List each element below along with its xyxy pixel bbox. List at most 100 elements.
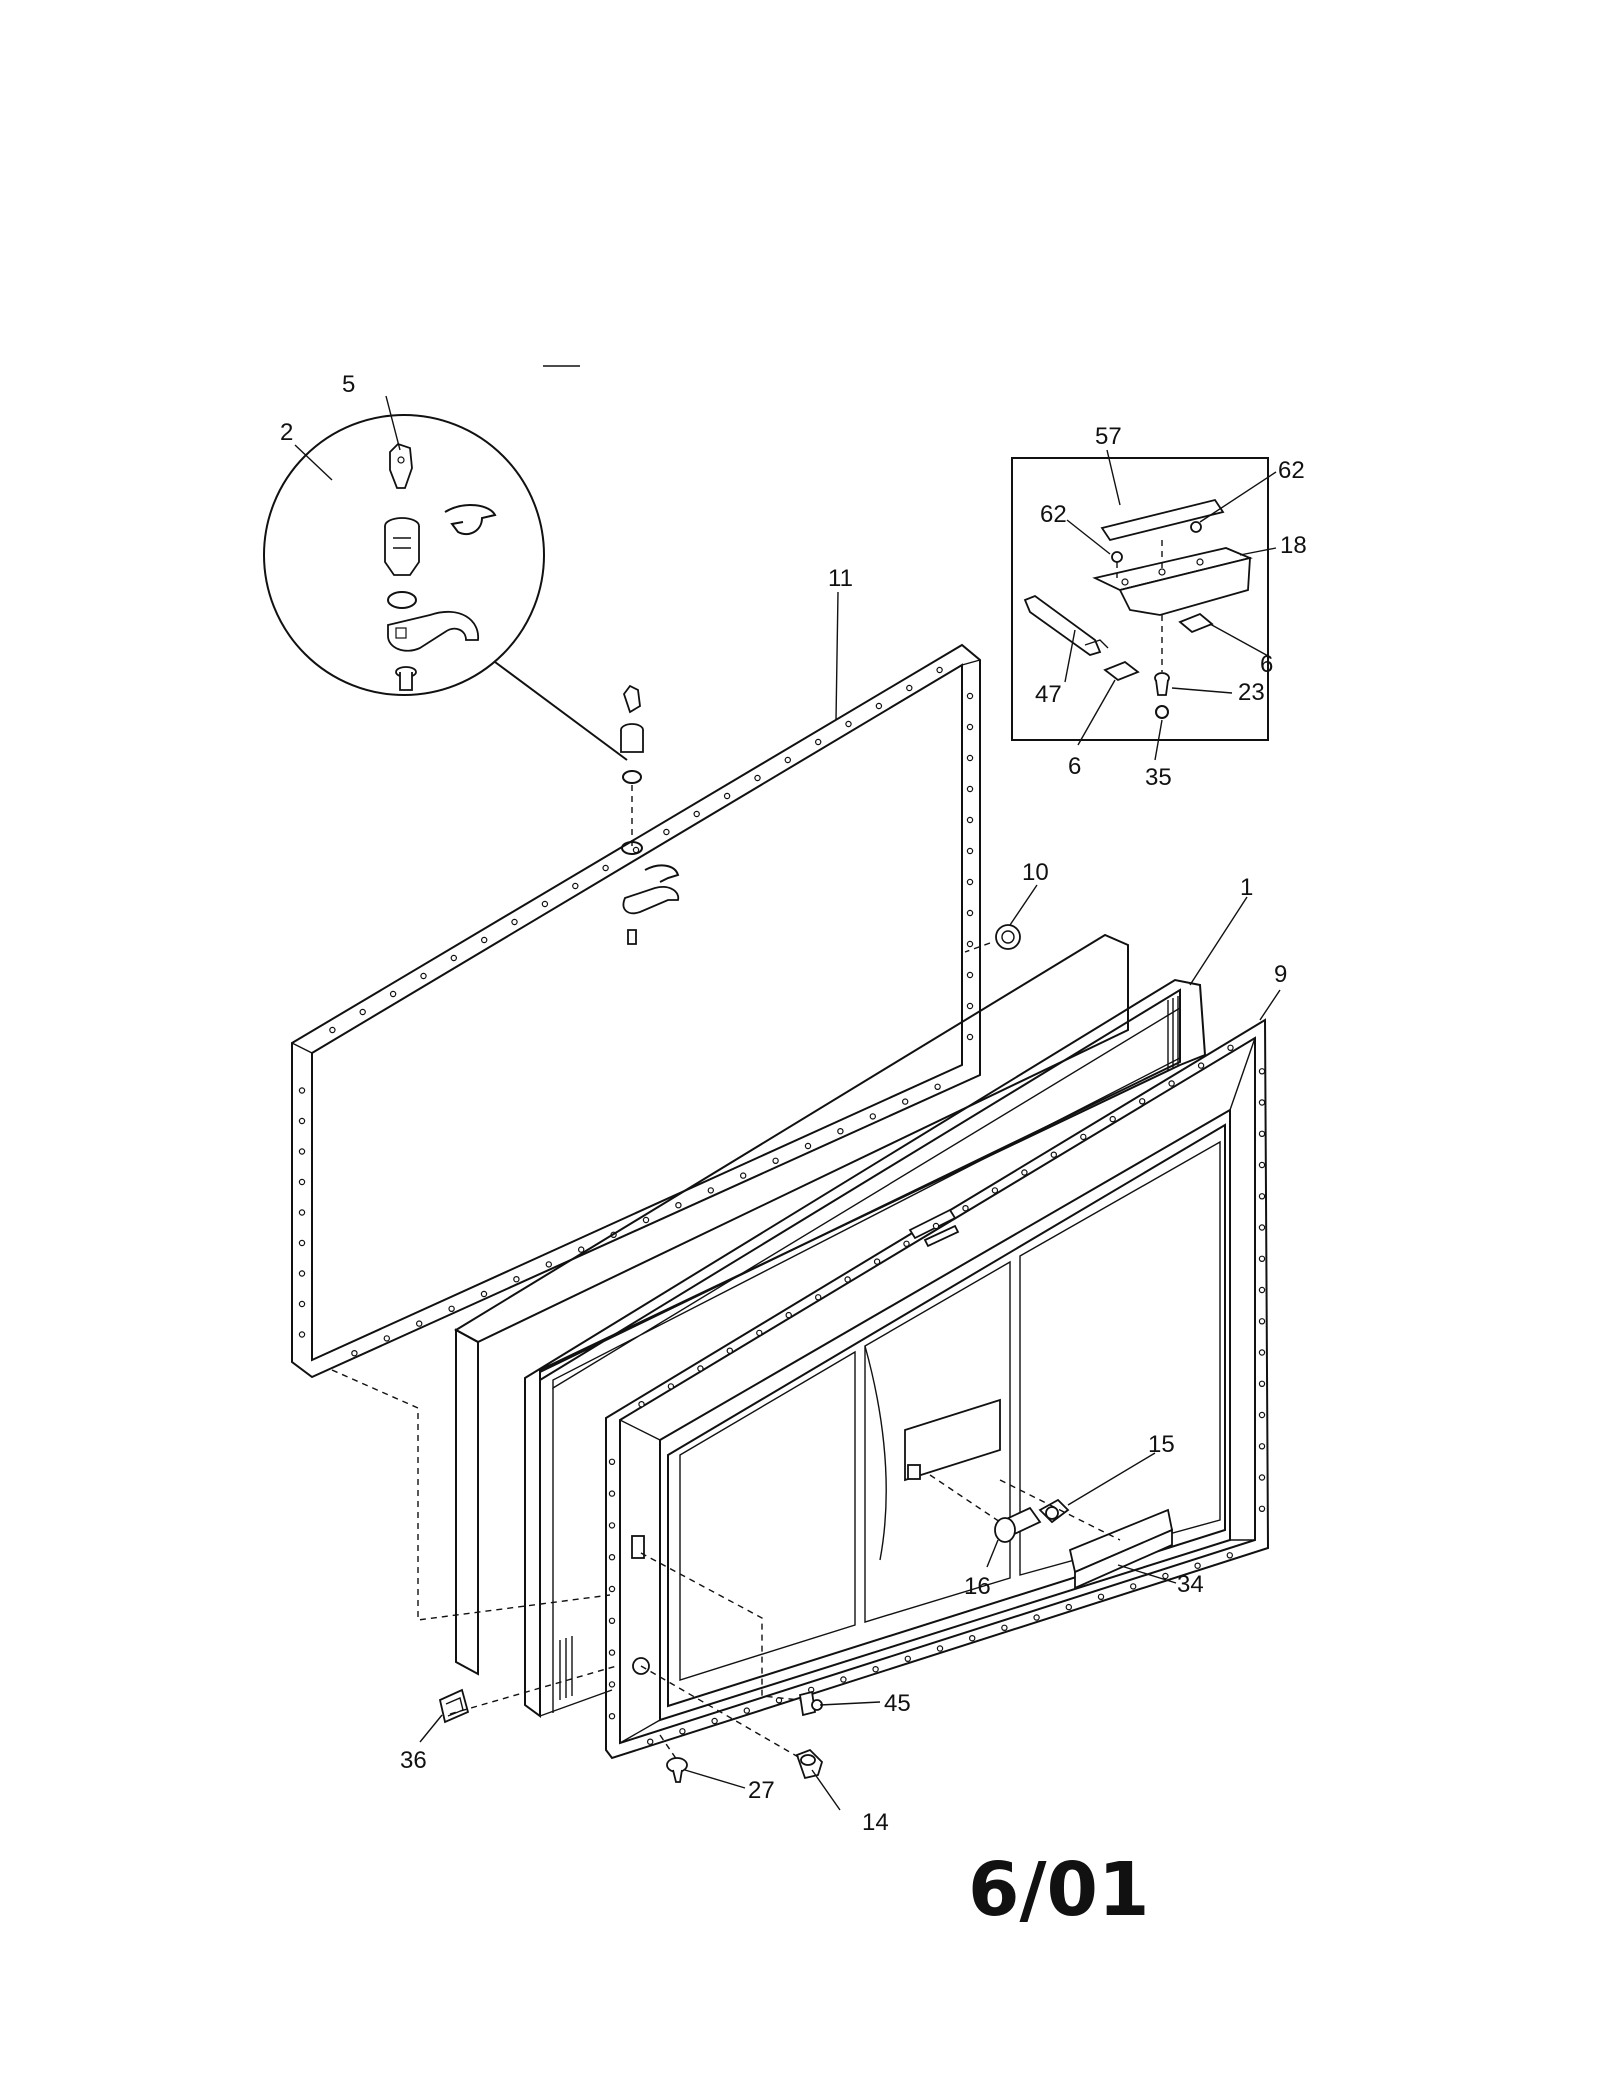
part-36: [438, 1688, 470, 1724]
mounting-hole: [966, 785, 974, 793]
lock-screw: [395, 666, 417, 691]
part-34-light-cover: [1068, 1508, 1174, 1590]
pane-right: [1019, 1140, 1221, 1576]
detail-box: [1011, 457, 1269, 741]
mounting-hole: [675, 1201, 682, 1209]
mounting-hole: [1258, 1193, 1266, 1200]
mounting-hole: [785, 1311, 792, 1319]
mounting-hole: [298, 1209, 306, 1216]
mounting-hole: [1226, 1552, 1234, 1559]
mounting-hole: [1168, 1080, 1175, 1087]
mounting-hole: [663, 828, 670, 836]
mounting-hole: [383, 1335, 390, 1342]
mounting-hole: [1227, 1044, 1234, 1052]
callout-1: 1: [1240, 874, 1253, 901]
bumper-10: [964, 924, 1021, 953]
mounting-hole: [572, 882, 579, 890]
mounting-hole: [1065, 1603, 1073, 1611]
mounting-hole: [481, 936, 488, 944]
mounting-hole: [966, 723, 974, 731]
center-curve: [864, 1345, 887, 1561]
lock-cylinder: [384, 517, 420, 576]
mounting-hole: [351, 1349, 358, 1357]
mounting-hole: [1097, 1593, 1105, 1601]
mounting-hole: [844, 1276, 851, 1283]
callout-9: 9: [1274, 961, 1287, 988]
mounting-hole: [1080, 1133, 1087, 1141]
part-15: [1038, 1498, 1070, 1524]
control-housing: [904, 1398, 1001, 1482]
mounting-hole: [966, 909, 974, 917]
mounting-hole: [608, 1585, 616, 1593]
lock-assembly-detail: [263, 414, 628, 761]
mounting-hole: [966, 878, 974, 886]
mounting-hole: [966, 847, 974, 855]
mounting-hole: [693, 810, 700, 818]
date-code: 6/01: [968, 1847, 1150, 1933]
door-liner-1: [524, 978, 1207, 1718]
insulation-panel: [453, 933, 1129, 1676]
mounting-hole: [1258, 1505, 1266, 1513]
mounting-hole: [934, 1083, 941, 1091]
mounting-hole: [298, 1148, 306, 1155]
mounting-hole: [298, 1300, 306, 1308]
mounting-hole: [1258, 1130, 1266, 1138]
mounting-hole: [1033, 1614, 1040, 1621]
mounting-hole: [1001, 1624, 1008, 1632]
pane-middle: [864, 1260, 1011, 1623]
callout-14: 14: [862, 1809, 889, 1836]
mounting-hole: [679, 1728, 686, 1735]
callout-11: 11: [828, 565, 853, 592]
part-45: [798, 1690, 823, 1717]
mounting-hole: [966, 816, 974, 824]
mounting-hole: [420, 972, 427, 980]
mounting-hole: [903, 1240, 910, 1248]
mounting-hole: [1129, 1583, 1137, 1590]
mounting-hole: [784, 756, 792, 764]
spring-47: [1023, 594, 1102, 656]
mounting-hole: [991, 1187, 999, 1194]
callout-6-right: 6: [1260, 651, 1273, 678]
part-27: [666, 1757, 688, 1783]
clip-6-right: [1178, 612, 1214, 634]
mounting-hole: [815, 1294, 822, 1301]
mounting-hole: [667, 1383, 675, 1390]
mounting-hole: [1109, 1115, 1116, 1123]
mounting-hole: [448, 1305, 455, 1313]
mounting-hole: [966, 1033, 974, 1041]
mounting-hole: [1258, 1318, 1266, 1325]
mounting-hole: [743, 1707, 751, 1714]
mounting-hole: [608, 1458, 616, 1466]
mounting-hole: [966, 692, 974, 700]
mounting-hole: [707, 1187, 715, 1194]
label-strip-57: [1100, 498, 1225, 542]
mounting-hole: [298, 1331, 306, 1338]
liner-ribs: [559, 996, 1179, 1700]
mounting-hole: [840, 1676, 847, 1683]
part-14: [795, 1748, 824, 1780]
mounting-hole: [578, 1246, 585, 1253]
pin-23: [1154, 672, 1170, 696]
mounting-hole: [1138, 1098, 1146, 1105]
top-bracket: [908, 1208, 957, 1240]
control-switch: [907, 1464, 921, 1480]
mounting-hole: [638, 1400, 645, 1408]
mounting-hole: [1258, 1380, 1266, 1388]
mounting-hole: [872, 1665, 879, 1673]
mounting-hole: [608, 1490, 616, 1497]
mounting-hole: [389, 990, 397, 998]
mounting-hole: [329, 1026, 336, 1034]
mounting-hole: [298, 1178, 306, 1186]
mounting-hole: [416, 1320, 423, 1327]
mounting-hole: [608, 1553, 616, 1561]
mounting-hole: [772, 1157, 779, 1165]
gasket-holes: [298, 666, 974, 1357]
mounting-hole: [1021, 1169, 1028, 1176]
callout-62-right: 62: [1278, 457, 1305, 484]
bracket-18: [1092, 547, 1253, 616]
mounting-hole: [608, 1522, 616, 1529]
mounting-hole: [902, 1098, 909, 1105]
mounting-hole: [966, 754, 974, 762]
mounting-hole: [298, 1117, 306, 1125]
screw-62b: [1190, 521, 1202, 533]
